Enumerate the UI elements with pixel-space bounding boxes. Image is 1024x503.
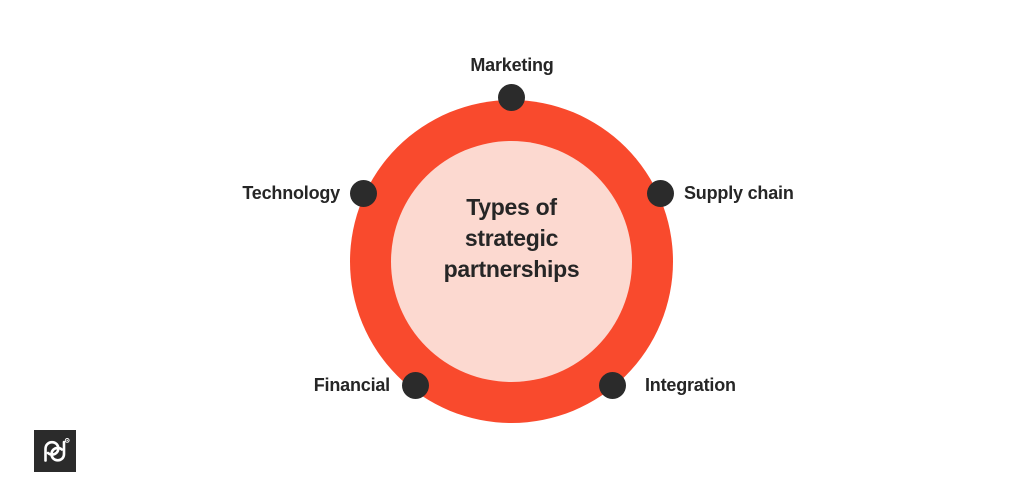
node-label-financial: Financial <box>313 375 390 395</box>
node-dot-integration <box>599 372 626 399</box>
node-label-integration: Integration <box>645 375 736 395</box>
inner-circle <box>391 141 632 382</box>
node-label-marketing: Marketing <box>470 55 554 75</box>
center-caption-line-1: Types of <box>466 194 557 220</box>
center-caption-line-3: partnerships <box>443 256 580 282</box>
node-dot-supply-chain <box>647 180 674 207</box>
center-caption-line-2: strategic <box>464 225 559 251</box>
donut-chart: Types of strategic partnerships <box>350 100 673 423</box>
node-dot-marketing <box>498 84 525 111</box>
center-caption: Types of strategic partnerships <box>401 192 622 285</box>
node-dot-financial <box>402 372 429 399</box>
node-label-supply-chain: Supply chain <box>684 183 794 203</box>
pandadoc-logo-icon <box>34 430 76 472</box>
node-dot-technology <box>350 180 377 207</box>
node-label-technology: Technology <box>242 183 340 203</box>
